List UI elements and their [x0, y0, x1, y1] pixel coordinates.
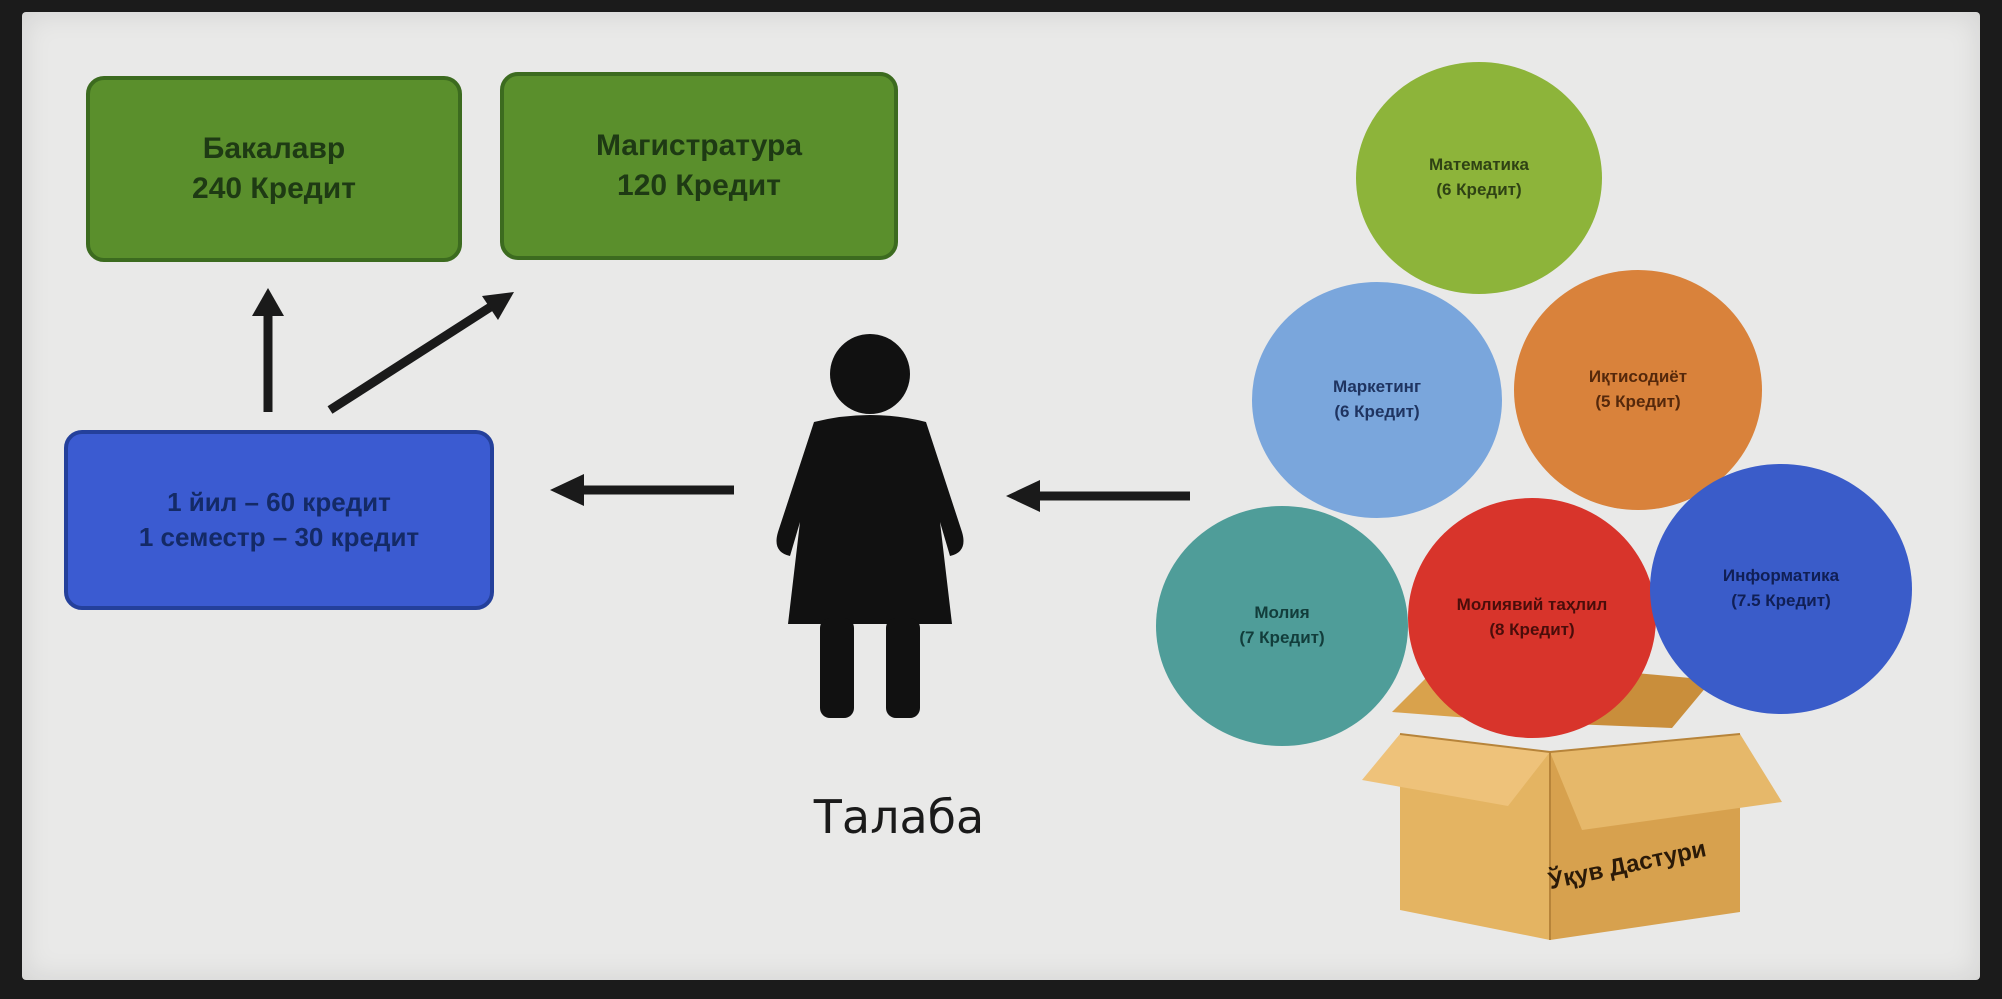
subject-name: Молиявий таҳлил — [1456, 595, 1608, 615]
subject-circle-financial-analysis: Молиявий таҳлил (8 Кредит) — [1408, 498, 1656, 738]
bachelor-box: Бакалавр 240 Кредит — [86, 76, 462, 262]
year-credit-line: 1 йил – 60 кредит — [167, 486, 391, 517]
subject-credit: (6 Кредит) — [1436, 180, 1522, 199]
arrow-up-to-bachelor — [252, 288, 284, 412]
year-credit-box: 1 йил – 60 кредит 1 семестр – 30 кредит — [64, 430, 494, 610]
diagram-graphics — [252, 288, 1782, 940]
arrow-student-to-year-box — [550, 474, 734, 506]
arrow-subjects-to-student — [1006, 480, 1190, 512]
arrow-diagonal-to-master — [327, 292, 514, 414]
slide: Бакалавр 240 Кредит Магистратура 120 Кре… — [22, 12, 1980, 980]
subject-name: Иқтисодиёт — [1588, 367, 1688, 387]
subject-circle-informatics: Информатика (7.5 Кредит) — [1650, 464, 1912, 714]
semester-credit-line: 1 семестр – 30 кредит — [138, 522, 420, 552]
subject-circle-economics: Иқтисодиёт (5 Кредит) — [1514, 270, 1762, 510]
subject-credit: (5 Кредит) — [1595, 392, 1681, 411]
bachelor-credits: 240 Кредит — [192, 172, 356, 205]
subject-name: Информатика — [1722, 566, 1840, 586]
master-credits: 120 Кредит — [617, 169, 781, 202]
subject-credit: (6 Кредит) — [1334, 402, 1420, 421]
subject-circle-marketing: Маркетинг (6 Кредит) — [1252, 282, 1502, 518]
subject-credit: (7.5 Кредит) — [1731, 591, 1831, 610]
subject-circle-mathematics: Математика (6 Кредит) — [1356, 62, 1602, 294]
master-title: Магистратура — [595, 128, 803, 162]
subject-name: Молия — [1254, 603, 1310, 623]
student-label: Талаба — [813, 790, 985, 844]
subject-name: Математика — [1429, 155, 1529, 175]
master-box: Магистратура 120 Кредит — [500, 72, 898, 260]
subject-circle-finance: Молия (7 Кредит) — [1156, 506, 1408, 746]
bachelor-title: Бакалавр — [202, 131, 346, 165]
subject-credit: (7 Кредит) — [1239, 628, 1325, 647]
student-figure-icon — [776, 334, 964, 718]
subject-credit: (8 Кредит) — [1489, 620, 1575, 639]
subject-name: Маркетинг — [1332, 377, 1422, 397]
